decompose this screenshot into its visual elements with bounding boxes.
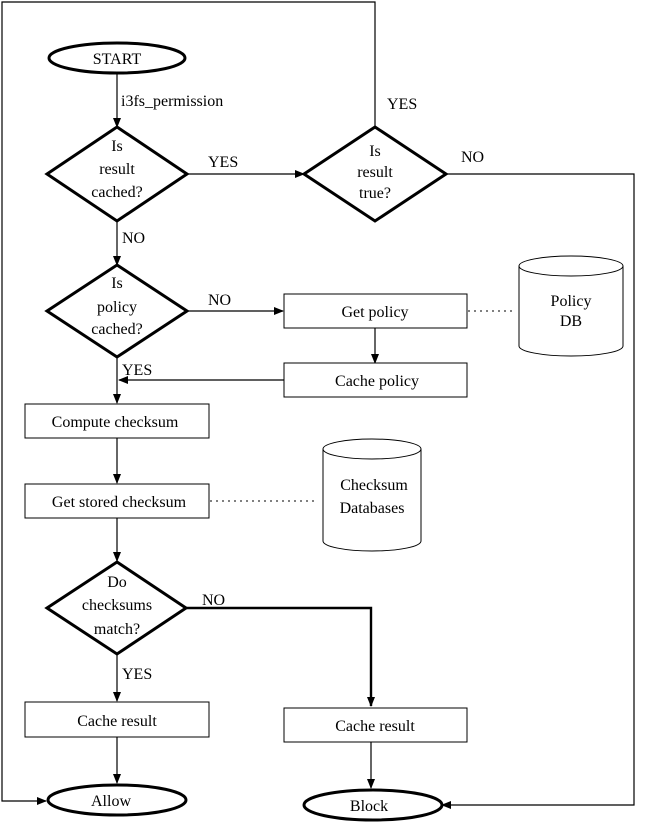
process-cache-result-allow: Cache result	[24, 701, 210, 738]
decision-result-cached: Is result cached?	[44, 125, 190, 223]
allow-label: Allow	[91, 793, 131, 810]
decision-checksums-match-line1: Do	[107, 574, 127, 591]
block-label: Block	[350, 798, 388, 815]
decision-policy-cached-line1: Is	[111, 275, 123, 292]
label-result-true-yes: YES	[387, 96, 417, 113]
compute-checksum-label: Compute checksum	[52, 414, 179, 431]
label-policy-cached-yes: YES	[122, 362, 152, 379]
label-result-cached-yes: YES	[208, 154, 238, 171]
process-cache-result-block: Cache result	[283, 707, 468, 743]
label-result-true-no: NO	[461, 149, 484, 166]
policy-db-line1: Policy	[551, 293, 592, 310]
process-compute-checksum: Compute checksum	[24, 403, 210, 439]
label-policy-cached-no: NO	[208, 292, 231, 309]
edge-result-true-yes	[1, 1, 376, 805]
decision-result-true: Is result true?	[301, 125, 449, 223]
cache-result-allow-label: Cache result	[77, 713, 157, 730]
cache-result-block-label: Cache result	[335, 718, 415, 735]
decision-checksums-match: Do checksums match?	[44, 560, 189, 656]
edge-checksums-match-no	[186, 606, 375, 707]
label-i3fs-permission: i3fs_permission	[121, 93, 223, 110]
policy-db-line2: DB	[560, 313, 582, 330]
start-terminal: START	[47, 41, 187, 75]
allow-terminal: Allow	[46, 783, 188, 817]
decision-policy-cached: Is policy cached?	[44, 263, 190, 359]
block-terminal: Block	[302, 788, 444, 822]
process-get-stored-checksum: Get stored checksum	[24, 483, 210, 519]
decision-result-cached-line1: Is	[111, 138, 123, 155]
decision-checksums-match-line2: checksums	[82, 597, 152, 614]
decision-policy-cached-line3: cached?	[91, 321, 143, 338]
checksum-databases-line2: Databases	[340, 500, 405, 517]
cache-policy-label: Cache policy	[335, 373, 419, 390]
get-policy-label: Get policy	[341, 304, 408, 321]
edge-labels: i3fs_permission YES NO YES NO NO YES NO …	[121, 93, 484, 683]
process-cache-policy: Cache policy	[283, 362, 468, 398]
decision-result-true-line2: result	[357, 164, 393, 181]
policy-db-cylinder: Policy DB	[518, 255, 624, 357]
process-get-policy: Get policy	[283, 293, 468, 329]
start-label: START	[93, 51, 142, 68]
decision-result-true-line1: Is	[369, 143, 381, 160]
checksum-databases-cylinder: Checksum Databases	[322, 438, 422, 552]
decision-policy-cached-line2: policy	[97, 299, 137, 316]
label-checksums-match-yes: YES	[122, 666, 152, 683]
label-result-cached-no: NO	[122, 230, 145, 247]
checksum-databases-line1: Checksum	[340, 477, 408, 494]
decision-result-cached-line2: result	[99, 161, 135, 178]
decision-result-cached-line3: cached?	[91, 184, 143, 201]
edge-result-true-no	[441, 173, 635, 809]
label-checksums-match-no: NO	[202, 592, 225, 609]
decision-result-true-line3: true?	[359, 185, 391, 202]
get-stored-checksum-label: Get stored checksum	[52, 494, 187, 511]
edges	[1, 1, 635, 809]
decision-checksums-match-line3: match?	[94, 621, 140, 638]
